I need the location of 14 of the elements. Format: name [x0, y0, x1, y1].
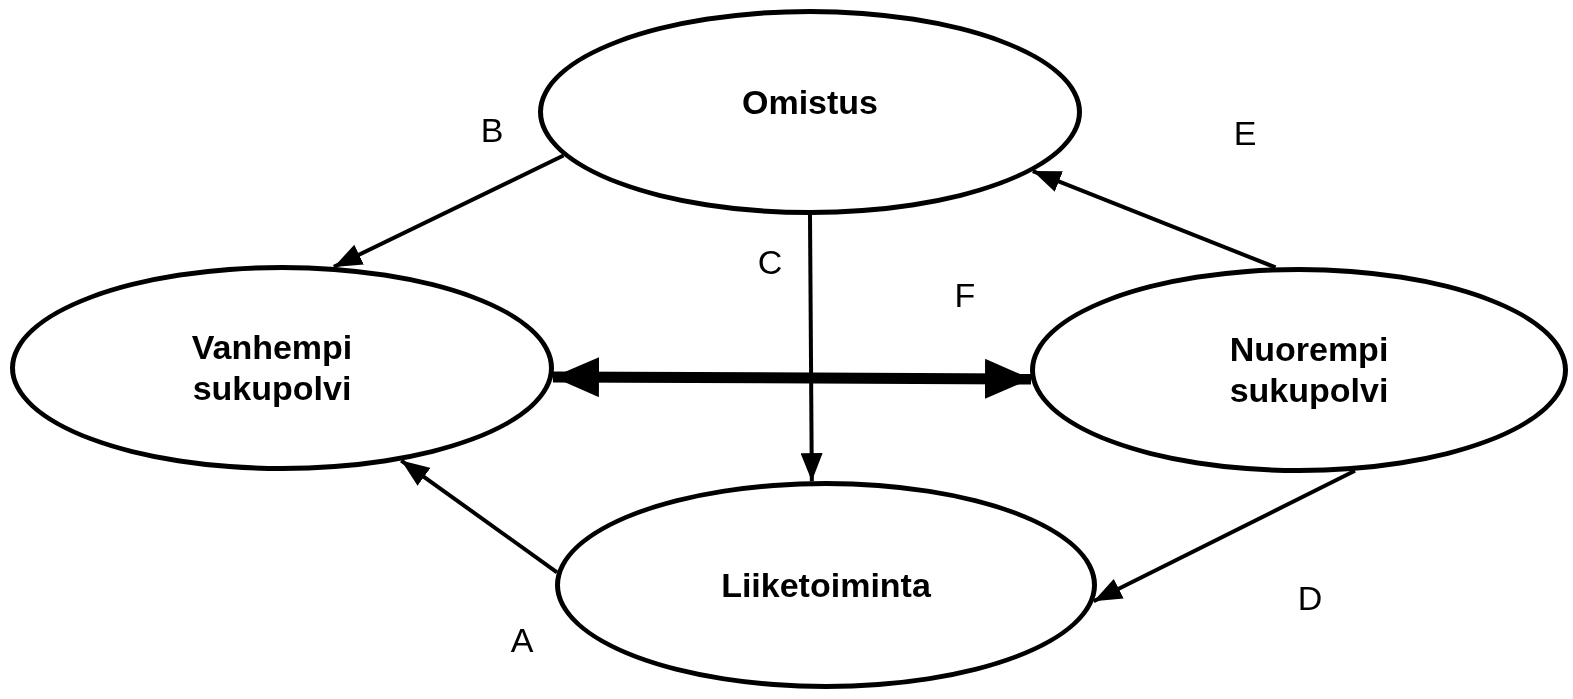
ellipse-node [10, 265, 554, 471]
ellipse-node [1030, 267, 1568, 473]
node-label: Nuorempi sukupolvi [1228, 329, 1390, 411]
ellipse-node [555, 481, 1097, 689]
node-label: Omistus [741, 81, 878, 123]
arrow [1092, 468, 1356, 604]
arrow [333, 153, 565, 269]
arrow [800, 215, 823, 482]
arrow [1032, 169, 1277, 270]
arrow [552, 357, 1032, 399]
ellipse-node [538, 9, 1082, 215]
arrow [400, 458, 559, 574]
node-label: Liiketoiminta [721, 564, 931, 606]
node-label: Vanhempi sukupolvi [190, 327, 354, 409]
